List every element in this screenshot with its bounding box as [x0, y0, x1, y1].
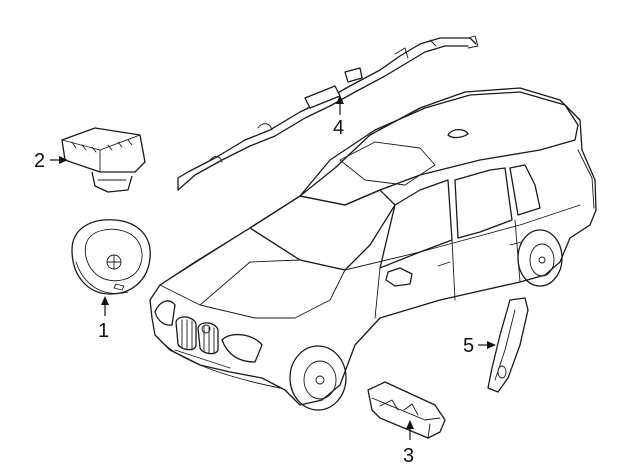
callout-3: 3	[403, 445, 414, 467]
car-illustration	[149, 87, 597, 411]
callout-leaders	[50, 95, 496, 440]
callout-1: 1	[98, 320, 109, 342]
callout-2: 2	[34, 150, 45, 172]
callout-5: 5	[463, 335, 474, 357]
sensor-module	[367, 381, 446, 439]
passenger-airbag	[61, 127, 146, 193]
steering-wheel-airbag	[71, 219, 151, 295]
callout-4: 4	[333, 117, 344, 139]
curtain-airbag	[177, 35, 479, 191]
side-airbag	[487, 297, 529, 393]
